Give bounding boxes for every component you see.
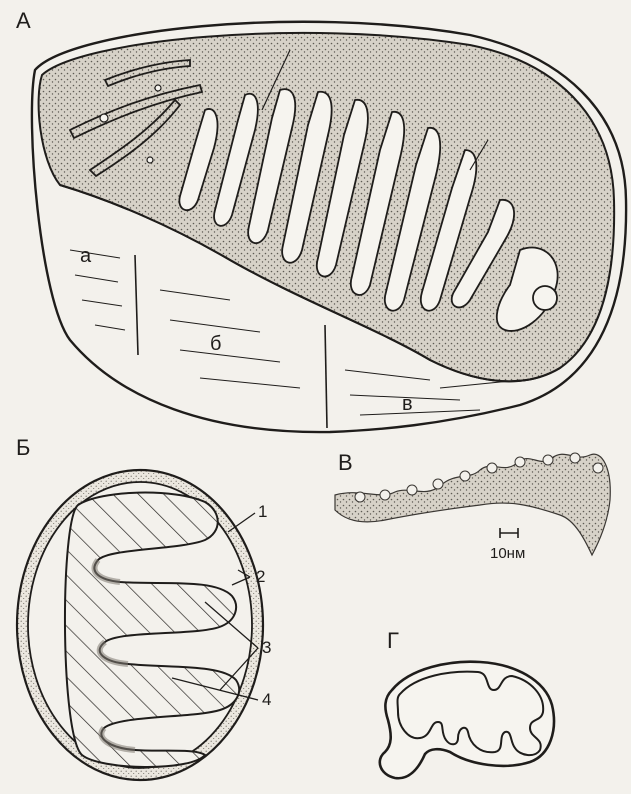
panel-b-letter: Б — [16, 435, 30, 460]
matrix-granule — [155, 85, 161, 91]
callout-3: 3 — [262, 638, 271, 657]
region-label-b: б — [210, 333, 221, 355]
membrane-fragment — [335, 454, 610, 555]
matrix-granule — [147, 157, 153, 163]
panel-g-letter: Г — [387, 628, 399, 653]
region-label-a: а — [80, 245, 92, 267]
panel-b: Б 1 2 3 4 — [16, 435, 271, 780]
outer-membrane — [380, 662, 554, 779]
callout-1: 1 — [258, 502, 267, 521]
panel-g: Г — [380, 628, 554, 778]
scale-bar-label: 10нм — [490, 545, 525, 562]
matrix-granule — [533, 286, 557, 310]
callout-2: 2 — [256, 567, 265, 586]
panel-v-letter: В — [338, 450, 353, 475]
panel-v: В 10нм — [335, 450, 610, 562]
panel-a: А — [16, 8, 626, 432]
scale-bar — [500, 528, 518, 538]
region-label-v: в — [402, 393, 413, 415]
callout-4: 4 — [262, 690, 271, 709]
matrix-granule — [100, 114, 108, 122]
panel-a-letter: А — [16, 8, 31, 33]
